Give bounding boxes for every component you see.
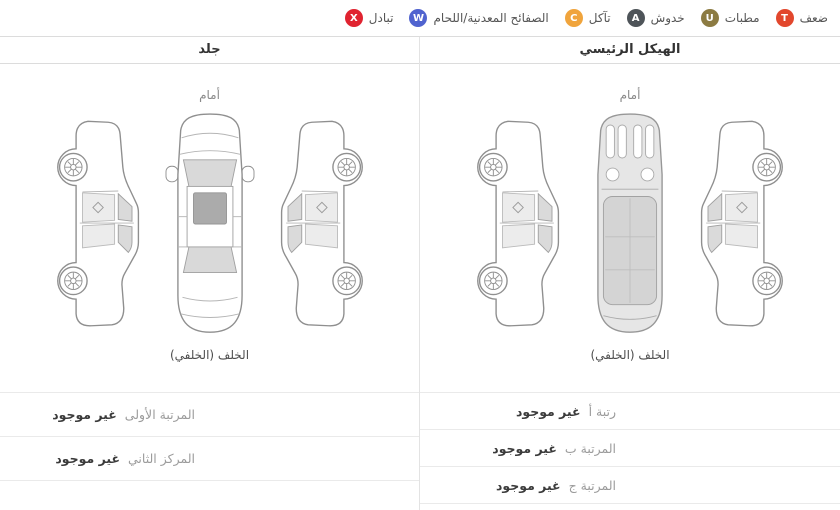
- inspection-row: المركز الثاني غير موجود: [0, 437, 419, 481]
- inspection-row: المرتبة ج غير موجود: [420, 467, 840, 504]
- legend-item-corrosion: تآكل C: [564, 9, 611, 27]
- legend-label: خدوش: [650, 11, 685, 25]
- weakness-badge-icon: T: [775, 9, 794, 27]
- legend-label: تبادل: [368, 11, 394, 25]
- status-value: غير موجود: [52, 407, 117, 422]
- grade-label: المرتبة ب: [564, 440, 616, 456]
- panel-main-structure: الهيكل الرئيسي أمام الخلف (الخلفي) رتبة …: [420, 37, 840, 510]
- scratches-badge-icon: A: [626, 9, 645, 27]
- inspection-row: المرتبة الأولى غير موجود: [0, 393, 419, 437]
- car-top-view: [155, 108, 265, 340]
- rear-label: الخلف (الخلفي): [590, 348, 670, 362]
- legend-item-dents: مطبات U: [700, 9, 760, 27]
- leather-diagram: أمام الخلف (الخلفي): [0, 64, 419, 392]
- panel-title-main-structure: الهيكل الرئيسي: [420, 37, 840, 64]
- status-value: غير موجود: [55, 451, 120, 466]
- inspection-row: المرتبة ب غير موجود: [420, 430, 840, 467]
- leather-rows: المرتبة الأولى غير موجود المركز الثاني غ…: [0, 392, 419, 481]
- inspection-row: رتبة أ غير موجود: [420, 393, 840, 430]
- car-side-view-right: [697, 108, 785, 340]
- status-value: غير موجود: [495, 477, 561, 493]
- grade-label: المرتبة ج: [568, 477, 616, 493]
- legend-item-exchanged: تبادل X: [344, 9, 394, 27]
- welding-badge-icon: W: [409, 9, 428, 27]
- car-diagrams: [55, 108, 365, 340]
- panel-leather: جلد أمام الخلف (الخلفي) المرتبة الأولى غ…: [0, 37, 420, 510]
- dents-badge-icon: U: [700, 9, 719, 27]
- grade-label: المرتبة الأولى: [124, 407, 195, 422]
- legend-label: تآكل: [588, 11, 611, 25]
- status-value: غير موجود: [492, 440, 557, 456]
- front-label: أمام: [199, 88, 220, 102]
- car-side-view-left: [55, 108, 143, 340]
- report-columns: الهيكل الرئيسي أمام الخلف (الخلفي) رتبة …: [0, 37, 840, 510]
- car-side-view-right: [277, 108, 365, 340]
- legend-item-welding: الصفائح المعدنية/اللحام W: [409, 9, 549, 27]
- car-diagrams: [475, 108, 785, 340]
- status-value: غير موجود: [515, 403, 581, 419]
- legend-item-weakness: ضعف T: [775, 9, 828, 27]
- grade-label: المركز الثاني: [128, 451, 195, 466]
- legend-label: الصفائح المعدنية/اللحام: [433, 11, 549, 25]
- legend-label: مطبات: [724, 11, 760, 25]
- damage-legend: ضعف T مطبات U خدوش A تآكل C الصفائح المع…: [0, 0, 840, 37]
- car-side-view-left: [475, 108, 563, 340]
- main-structure-rows: رتبة أ غير موجود المرتبة ب غير موجود الم…: [420, 392, 840, 504]
- rear-label: الخلف (الخلفي): [169, 348, 250, 362]
- main-structure-diagram: أمام الخلف (الخلفي): [420, 64, 840, 392]
- panel-title-leather: جلد: [0, 37, 419, 64]
- legend-label: ضعف: [799, 11, 828, 25]
- front-label: أمام: [619, 88, 641, 102]
- exchanged-badge-icon: X: [344, 9, 363, 27]
- legend-item-scratches: خدوش A: [626, 9, 685, 27]
- grade-label: رتبة أ: [588, 403, 616, 419]
- corrosion-badge-icon: C: [564, 9, 583, 27]
- car-chassis-top-view: [575, 108, 685, 340]
